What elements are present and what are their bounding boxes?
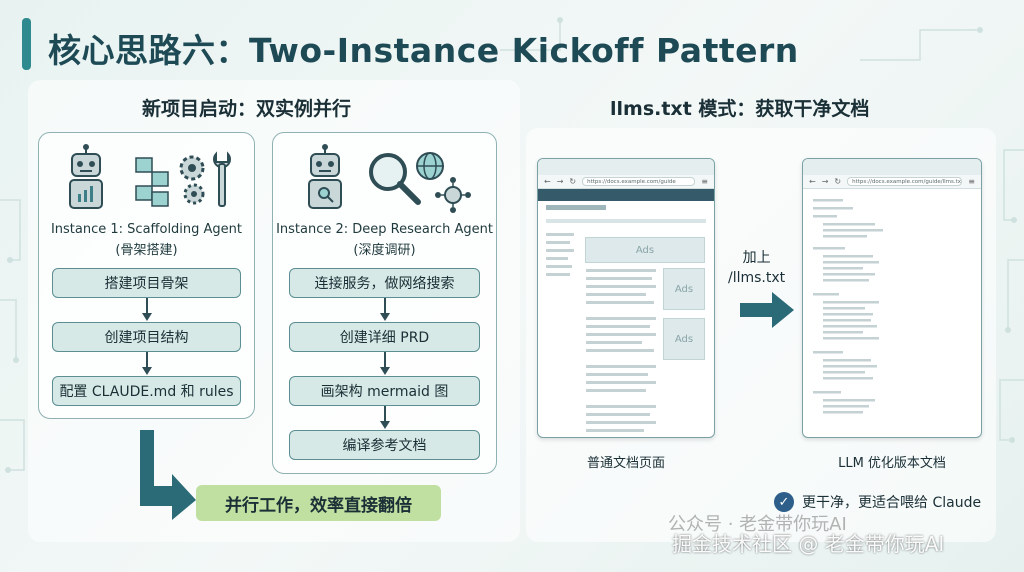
result-banner: 并行工作，效率直接翻倍 xyxy=(196,485,441,521)
instance2-step-4[interactable]: 编译参考文档 xyxy=(289,430,480,460)
ad-banner-low: Ads xyxy=(663,318,705,360)
ad-banner-top: Ads xyxy=(585,237,705,263)
instance2-sub: (深度调研) xyxy=(353,243,416,258)
instance1-step-1[interactable]: 搭建项目骨架 xyxy=(52,268,241,298)
network-icon xyxy=(435,177,471,213)
robot-icon xyxy=(69,144,103,209)
page-content xyxy=(813,199,883,414)
instance1-label: Instance 1: Scaffolding Agent xyxy=(50,222,243,237)
check-icon: ✓ xyxy=(774,492,794,512)
reload-icon[interactable]: ↻ xyxy=(834,177,842,186)
url-bar[interactable]: https://docs.example.com/guide xyxy=(582,177,696,186)
reload-icon[interactable]: ↻ xyxy=(569,177,577,186)
browser-nav: ← → ↻ https://docs.example.com/guide ≡ xyxy=(538,175,714,189)
browser-llm-label: LLM 优化版本文档 xyxy=(838,456,946,471)
url-bar[interactable]: https://docs.example.com/guide/llms.txt xyxy=(847,177,963,186)
back-icon[interactable]: ← xyxy=(809,177,816,186)
instance2-step-2[interactable]: 创建详细 PRD xyxy=(289,322,480,352)
page-title: 核心思路六：Two-Instance Kickoff Pattern xyxy=(48,31,799,70)
wrench-icon xyxy=(213,151,231,207)
browser-normal-label: 普通文档页面 xyxy=(586,456,665,471)
transform-line1: 加上 xyxy=(742,250,771,266)
globe-icon xyxy=(416,152,444,180)
ad-banner-mid: Ads xyxy=(663,268,705,310)
header-accent-bar xyxy=(22,18,31,70)
browser-nav: ← → ↻ https://docs.example.com/guide/llm… xyxy=(803,175,981,189)
instance2-step-3[interactable]: 画架构 mermaid 图 xyxy=(289,376,480,406)
transform-line2: /llms.txt xyxy=(728,270,786,286)
back-icon[interactable]: ← xyxy=(544,177,551,186)
forward-icon[interactable]: → xyxy=(556,177,564,186)
menu-icon[interactable]: ≡ xyxy=(701,177,708,186)
benefit-row: ✓ 更干净，更适合喂给 Claude xyxy=(774,492,981,512)
right-arrow-icon xyxy=(740,292,794,328)
forward-icon[interactable]: → xyxy=(821,177,829,186)
menu-icon[interactable]: ≡ xyxy=(968,177,975,186)
right-section-title: llms.txt 模式：获取干净文档 xyxy=(610,98,870,120)
instance1-step-3[interactable]: 配置 CLAUDE.md 和 rules xyxy=(52,376,241,406)
instance1-sub: (骨架搭建) xyxy=(115,243,178,258)
chevron-arrow-icon xyxy=(380,298,390,321)
left-section-title: 新项目启动：双实例并行 xyxy=(142,98,352,120)
browser-llm: ← → ↻ https://docs.example.com/guide/llm… xyxy=(802,158,982,438)
magnifier-icon xyxy=(369,153,421,205)
chevron-arrow-icon xyxy=(380,406,390,429)
page-content xyxy=(538,189,714,432)
cubes-icon xyxy=(135,157,169,207)
elbow-arrow-icon xyxy=(140,430,196,520)
benefit-text: 更干净，更适合喂给 Claude xyxy=(802,495,982,511)
browser-tabbar xyxy=(538,159,714,175)
browser-tabbar xyxy=(803,159,981,175)
chevron-arrow-icon xyxy=(142,352,152,375)
transform-label: 加上 /llms.txt xyxy=(728,248,785,288)
instance2-step-1[interactable]: 连接服务，做网络搜索 xyxy=(289,268,480,298)
robot-icon xyxy=(308,144,342,209)
watermark-line2: 掘金技术社区 @ 老金带你玩AI xyxy=(672,532,945,556)
instance2-label: Instance 2: Deep Research Agent xyxy=(276,222,493,237)
watermark-line1: 公众号 · 老金带你玩AI xyxy=(668,514,847,535)
chevron-arrow-icon xyxy=(380,352,390,375)
instance1-step-2[interactable]: 创建项目结构 xyxy=(52,322,241,352)
chevron-arrow-icon xyxy=(142,298,152,321)
gears-icon xyxy=(179,155,205,205)
